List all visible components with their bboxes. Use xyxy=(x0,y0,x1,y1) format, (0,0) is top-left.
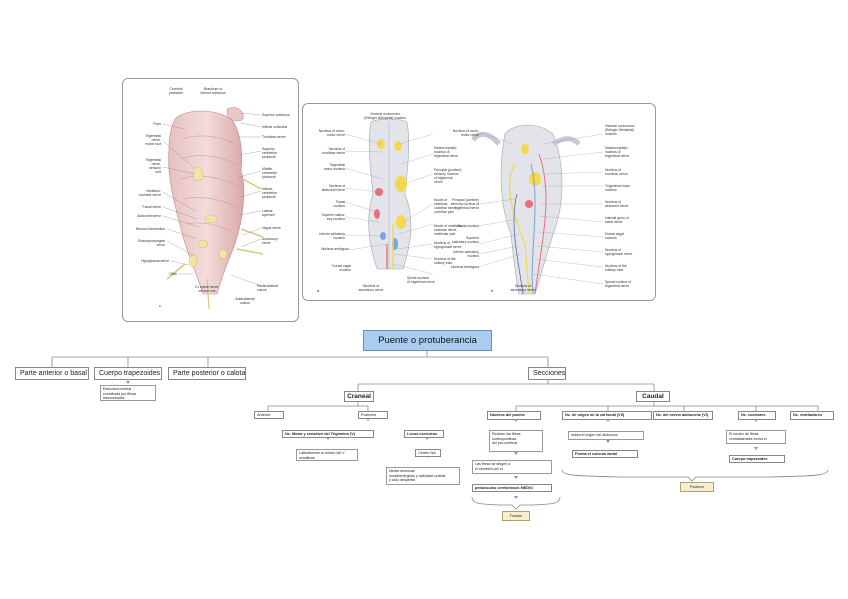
a-label-left-1: Nucleus of trochlear nerve xyxy=(322,147,345,155)
b-label-right-6: Dorsal vagal nucleus xyxy=(605,232,624,240)
a-label-left-0: Nucleus of oculo- motor nerve xyxy=(318,129,345,137)
label-brachium-inferior-colliculus: Brachium of inferior colliculus xyxy=(200,87,226,95)
label-left-2: Trigeminal nerve, sensory root xyxy=(145,158,161,174)
note-puente-2: Las fibras se dirigen a el cerebelo por … xyxy=(472,460,552,474)
a-label-left-2: Trigeminal motor nucleus xyxy=(323,163,345,171)
note-puente-1: Reciben las fibras corticopontinas del p… xyxy=(489,430,543,452)
b-label-right-7: Nucleus of hypoglossal nerve xyxy=(605,248,633,256)
label-bottom-0: C1 spinal nerve, ventral root xyxy=(194,285,220,293)
tag-posterior[interactable]: Posterior xyxy=(680,482,714,492)
label-right-2: Trochlear nerve xyxy=(262,135,286,139)
node-centro-na[interactable]: Centro NA xyxy=(415,449,441,457)
a-label-left-5: Superior saliva- tory nucleus xyxy=(321,213,345,221)
label-left-6: Nervus intermedius xyxy=(135,227,165,231)
node-locus-coeruleus[interactable]: Locus coeruleus xyxy=(404,430,444,438)
label-right-6: Lateral aperture xyxy=(262,209,275,217)
a-label-right-5: Nucleus of hypoglossal nerve xyxy=(434,241,462,249)
node-craneal-posterior[interactable]: Posterior xyxy=(358,411,388,419)
node-cuerpo-trapezoides[interactable]: Cuerpo trapezoides xyxy=(94,367,162,380)
b-label-right-0: Visceral oculomotor (Edinger-Westphal) n… xyxy=(605,124,635,136)
b-label-right-3: Trigeminal motor nucleus xyxy=(605,184,631,192)
brainstem-anatomy-figure: Cerebral peduncle Brachium of inferior c… xyxy=(122,78,299,322)
label-left-5: Abducent nerve xyxy=(137,214,161,218)
figure-sublabel-b: b xyxy=(491,288,494,293)
note-trapezoides: Estructura central constituida por fibra… xyxy=(100,385,156,401)
a-label-left-6: Inferior salivatory nucleus xyxy=(319,232,345,240)
label-left-8: Hypoglossal nerve xyxy=(141,259,169,263)
b-label-left-1: Principal (pontine) sensory nucleus of t… xyxy=(450,198,479,210)
label-left-1: Trigeminal nerve, motor root xyxy=(145,134,161,146)
label-left-7: Glossopharyngeal nerve xyxy=(137,239,165,247)
a-label-right-2: Principal (pontine) sensory nucleus of t… xyxy=(434,168,462,184)
node-via-facial[interactable]: Nc. de origen de la vía facial (VII) xyxy=(562,411,652,420)
b-label-left-6: Nucleus of accessory nerve xyxy=(510,284,536,292)
figure-sublabel-a: a xyxy=(317,288,320,293)
a-label-left-4: Facial nucleus xyxy=(333,200,345,208)
b-label-left-5: Nucleus ambiguus xyxy=(451,265,479,269)
b-label-right-1: Mesencephalic nucleus of trigeminal nerv… xyxy=(605,146,630,158)
a-label-right-1: Mesencephalic nucleus of trigeminal nerv… xyxy=(434,146,459,158)
b-label-left-4: Inferior salivatory nucleus xyxy=(453,250,479,258)
label-right-3: Superior cerebellar peduncle xyxy=(262,147,277,159)
b-label-left-0: Nucleus of oculo- motor nerve xyxy=(452,129,479,137)
a-label-right-6: Nucleus of the solitary tract xyxy=(434,257,456,265)
a-label-left-8: Dorsal vagal nucleus xyxy=(332,264,351,272)
node-cuerpo-trapezoides-caudal[interactable]: Cuerpo trapezoides xyxy=(729,455,785,463)
note-cocleares: El núcleo de fibras contralaterales form… xyxy=(726,430,786,444)
node-parte-anterior[interactable]: Parte anterior o basal xyxy=(15,367,89,380)
note-facial: Indica el origen del abducens xyxy=(568,431,644,440)
a-label-left-7: Nucleus ambiguus xyxy=(321,247,349,251)
label-right-5: Inferior cerebellar peduncle xyxy=(262,187,277,199)
a-label-left-3: Nucleus of abducent nerve xyxy=(321,184,345,192)
label-left-0: Pons xyxy=(153,122,161,126)
node-secciones[interactable]: Secciones xyxy=(528,367,566,380)
b-label-right-9: Spinal nucleus of trigeminal nerve xyxy=(605,280,631,288)
b-label-right-8: Nucleus of the solitary tract xyxy=(605,264,627,272)
a-label-right-7: Spinal nucleus of trigeminal nerve xyxy=(407,276,435,284)
b-label-right-2: Nucleus of trochlear nerve xyxy=(605,168,628,176)
b-label-right-4: Nucleus of abducent nerve xyxy=(605,200,629,208)
node-vestibulares[interactable]: Nc. vestibulares xyxy=(790,411,834,420)
b-label-left-2: Facial nucleus xyxy=(457,224,479,228)
mindmap-root[interactable]: Puente o protuberancia xyxy=(363,330,492,351)
node-pedunculos-medio[interactable]: pedúnculos cerebelosos MEDIO xyxy=(472,484,552,492)
label-right-9: Posterolateral sulcus xyxy=(257,284,278,292)
brainstem-illustration xyxy=(162,107,264,310)
cranial-nuclei-figure: Visceral oculomotor (Edinger-Westphal) n… xyxy=(302,103,656,301)
note-nucleo-trigemino: Lateralmente al núcleo del V sensitivos xyxy=(296,449,358,461)
node-craneal-anterior[interactable]: Anterior xyxy=(254,411,284,419)
node-nervio-abducente[interactable]: Nc. del nervio abducente (VI) xyxy=(653,411,713,420)
label-left-9: Olive xyxy=(169,272,177,276)
node-caudal[interactable]: Caudal xyxy=(636,391,670,402)
nuclei-illustration xyxy=(344,118,604,295)
a-label-left-9: Nucleus of accessory nerve xyxy=(358,284,384,292)
label-right-7: Vagus nerve xyxy=(262,226,281,230)
a-label-right-0: Visceral oculomotor (Edinger-Westphal) n… xyxy=(364,112,406,120)
node-parte-posterior[interactable]: Parte posterior o calota xyxy=(168,367,246,380)
note-locus: Media neuronas noradrenérgicas y activid… xyxy=(386,467,460,485)
label-right-8: Accessory nerve xyxy=(262,237,278,245)
label-right-1: Inferior colliculus xyxy=(262,125,288,129)
a-label-right-3: Nuclei of vestibulo- cochlear nerve, coc… xyxy=(434,198,458,214)
node-nucleos-puente[interactable]: Núcleos del puente xyxy=(487,411,541,420)
label-bottom-1: Anterolateral sulcus xyxy=(235,297,255,305)
b-label-right-5: Internal genu of facial nerve xyxy=(605,216,629,224)
label-left-3: Vestibulo- cochlear nerve xyxy=(138,189,161,197)
a-label-right-4: Nuclei of vestibulo- cochlear nerve, ves… xyxy=(434,224,463,236)
label-cerebral-peduncle: Cerebral peduncle xyxy=(169,87,183,95)
node-craneal[interactable]: Craneal xyxy=(344,391,374,402)
label-right-4: Middle cerebellar peduncle xyxy=(262,167,277,179)
node-cocleares[interactable]: Nc. cocleares xyxy=(738,411,776,420)
node-coliculo-facial[interactable]: Forma el colículo facial xyxy=(572,450,638,458)
label-left-4: Facial nerve xyxy=(142,205,161,209)
node-nucleo-trigemino[interactable]: Nc. Motor y sensitivo del Trigémino (V) xyxy=(282,430,374,438)
figure-sublabel-c: c xyxy=(159,303,161,308)
tag-funcion[interactable]: Función xyxy=(502,511,530,521)
label-right-0: Superior colliculus xyxy=(262,113,290,117)
b-label-left-3: Superior salivatory nucleus xyxy=(452,236,479,244)
